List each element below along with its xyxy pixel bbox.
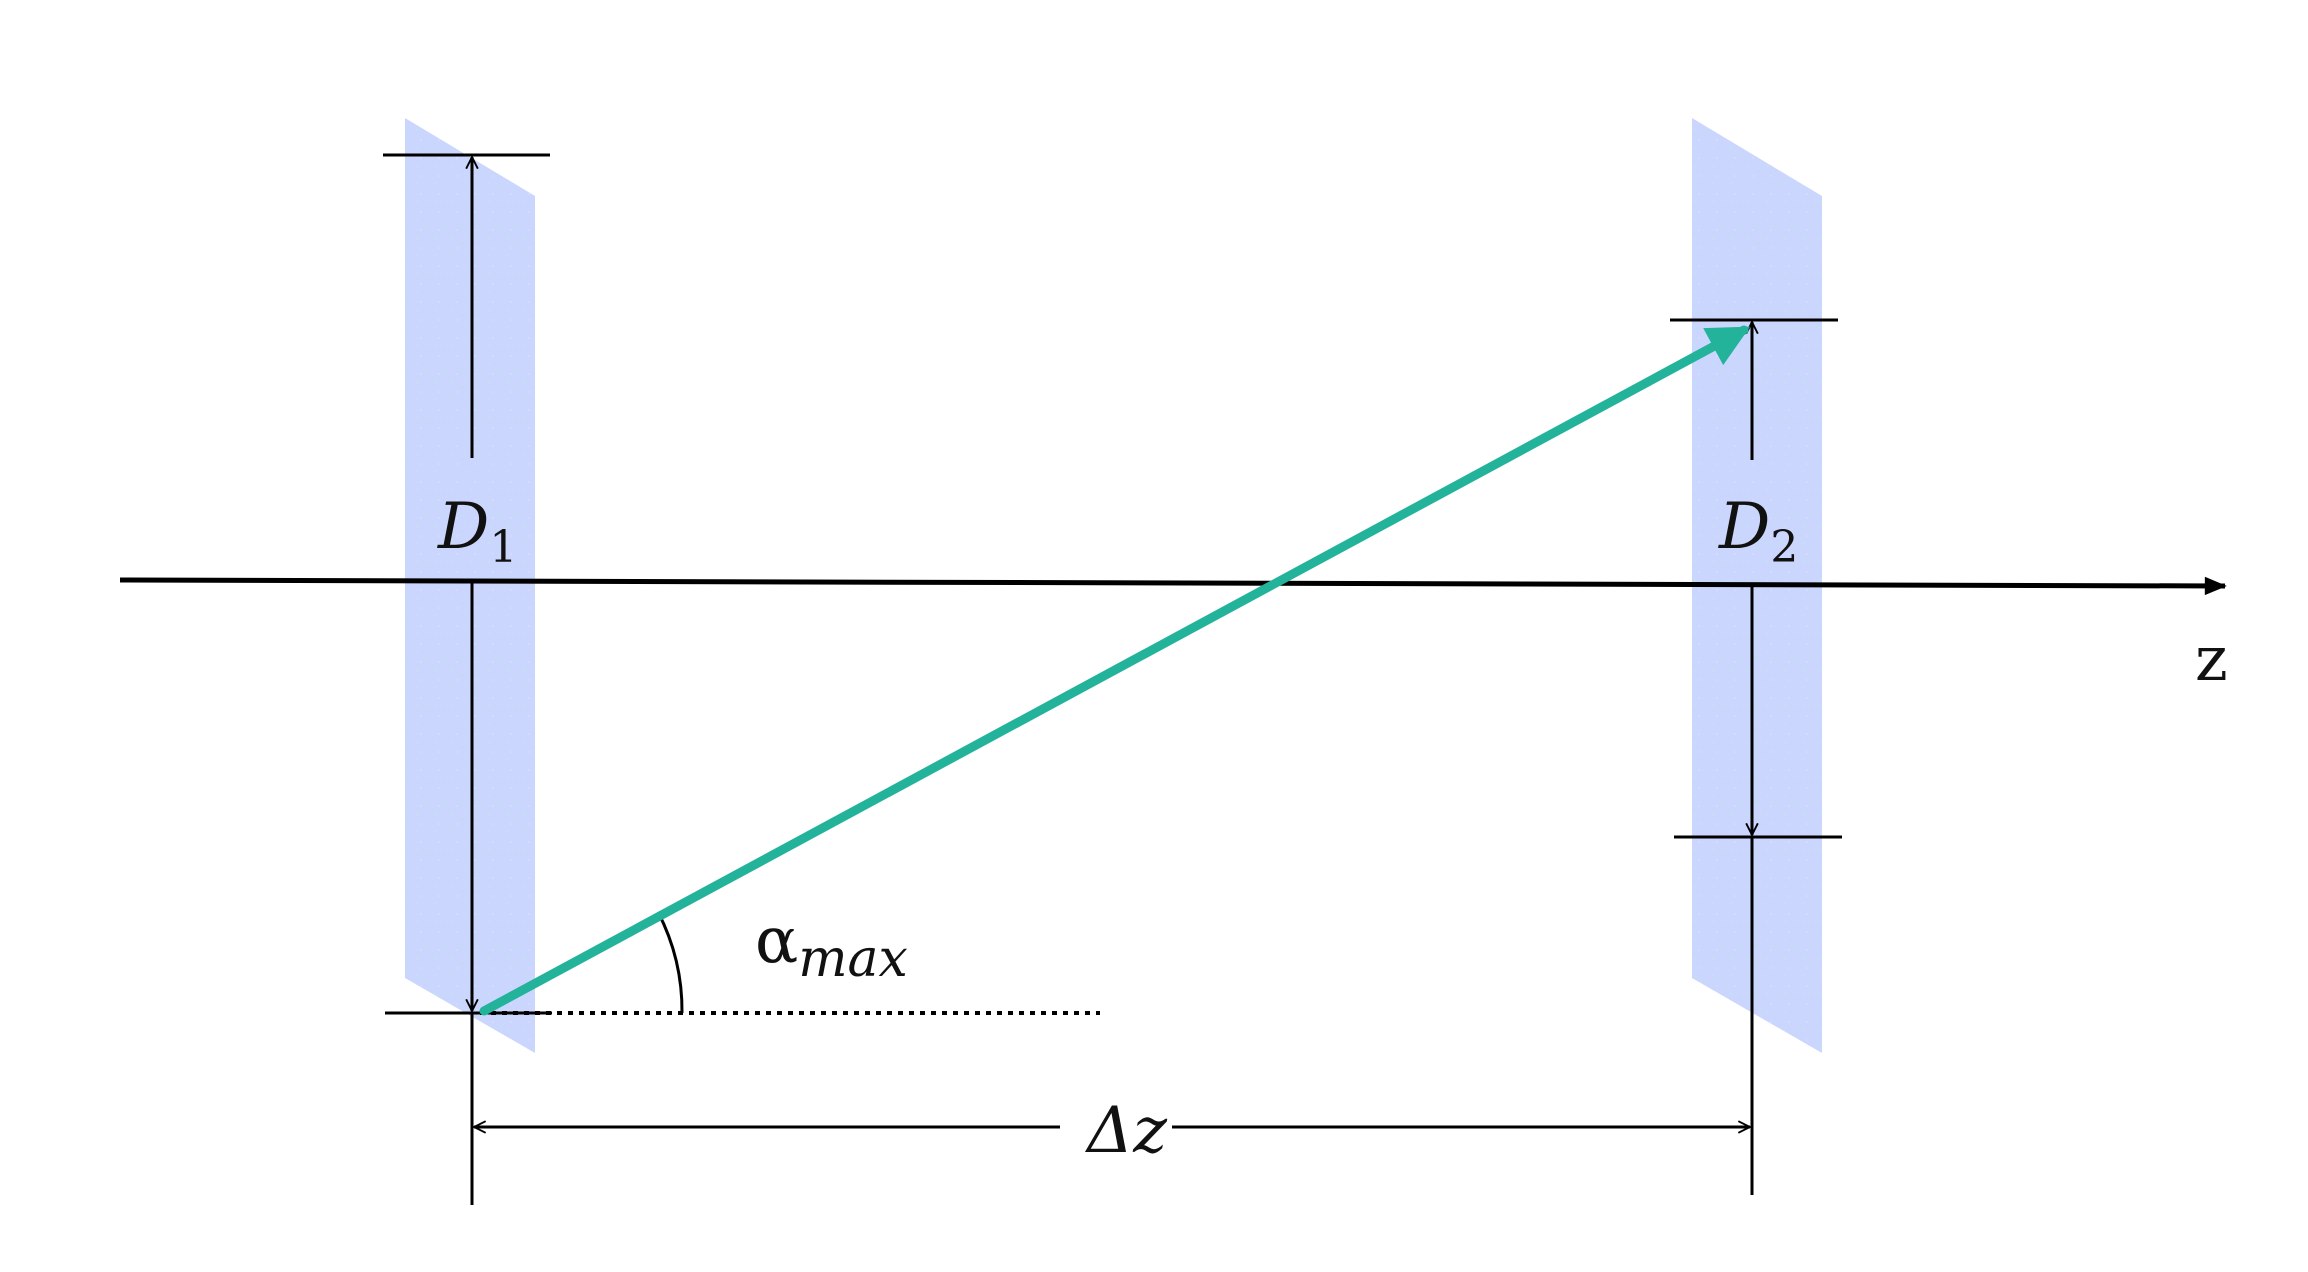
label-d1-sub: 1 [489, 522, 517, 573]
label-d1: D1 [437, 490, 517, 573]
label-axis-z: z [2195, 622, 2228, 695]
label-alpha-sub: max [798, 929, 908, 989]
label-alpha-max: αmax [755, 904, 908, 989]
label-d2: D2 [1718, 490, 1798, 573]
label-d1-main: D [437, 490, 489, 564]
label-alpha-main: α [755, 904, 798, 978]
alpha-angle-arc [656, 911, 684, 1014]
label-delta-z: Δz [1084, 1094, 1168, 1168]
aperture-plane-1 [405, 118, 535, 1053]
label-d2-sub: 2 [1770, 522, 1798, 573]
label-d2-main: D [1718, 490, 1770, 564]
ray-arrow [479, 325, 1751, 1016]
optical-axis [119, 576, 2227, 596]
